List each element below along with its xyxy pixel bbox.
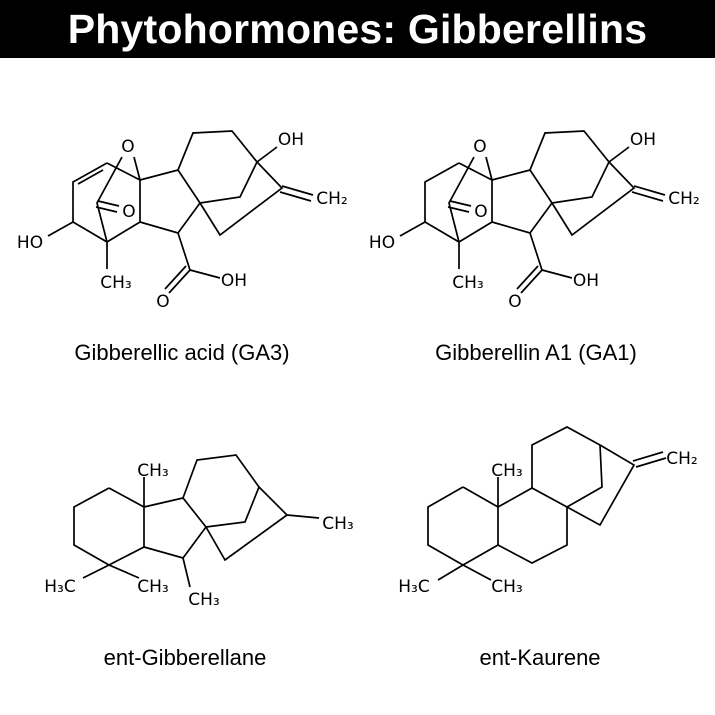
atom-ho: HO bbox=[17, 233, 43, 253]
atom-ch2: CH₂ bbox=[668, 189, 699, 209]
atom-ch3-gem: CH₃ bbox=[491, 577, 522, 597]
caption-ga3: Gibberellic acid (GA3) bbox=[74, 340, 290, 365]
atom-ch3-gem: CH₃ bbox=[137, 577, 168, 597]
atom-ch2: CH₂ bbox=[666, 449, 697, 469]
caption-ga1: Gibberellin A1 (GA1) bbox=[435, 340, 637, 365]
atom-o-keto: O bbox=[122, 202, 135, 222]
structure-kaurene: CH₃ H₃C CH₃ CH₂ bbox=[398, 426, 698, 597]
caption-gibberellane: ent-Gibberellane bbox=[103, 645, 267, 670]
title-bar: Phytohormones: Gibberellins bbox=[0, 0, 715, 58]
page-title: Phytohormones: Gibberellins bbox=[67, 5, 648, 52]
structure-ga3: O O HO CH₃ OH CH₂ O OH bbox=[17, 130, 348, 312]
atom-oh-acid: OH bbox=[221, 271, 247, 291]
ga3-skeleton bbox=[47, 130, 314, 294]
atom-ch3-top: CH₃ bbox=[137, 461, 168, 481]
atom-oh-top: OH bbox=[278, 130, 304, 150]
atom-o-bridge: O bbox=[473, 137, 486, 157]
atom-o-acid: O bbox=[156, 292, 169, 312]
atom-oh-top: OH bbox=[630, 130, 656, 150]
structure-gibberellane: CH₃ H₃C CH₃ CH₃ CH₃ bbox=[44, 454, 354, 610]
atom-oh-acid: OH bbox=[573, 271, 599, 291]
atom-h3c: H₃C bbox=[398, 577, 429, 597]
kaurene-skeleton bbox=[427, 426, 667, 581]
atom-h3c: H₃C bbox=[44, 577, 75, 597]
atom-ch3-c6: CH₃ bbox=[188, 590, 219, 610]
atom-ch3-right: CH₃ bbox=[322, 514, 353, 534]
atom-ch3: CH₃ bbox=[452, 273, 483, 293]
atom-ch3: CH₃ bbox=[100, 273, 131, 293]
atom-o-acid: O bbox=[508, 292, 521, 312]
ga1-skeleton bbox=[399, 130, 666, 294]
atom-ch3-top: CH₃ bbox=[491, 461, 522, 481]
atom-o-keto: O bbox=[474, 202, 487, 222]
gibberellane-skeleton bbox=[73, 454, 320, 588]
structure-ga1: O O HO CH₃ OH CH₂ O OH bbox=[369, 130, 700, 312]
atom-o-bridge: O bbox=[121, 137, 134, 157]
atom-ho: HO bbox=[369, 233, 395, 253]
caption-kaurene: ent-Kaurene bbox=[479, 645, 601, 670]
atom-ch2: CH₂ bbox=[316, 189, 347, 209]
